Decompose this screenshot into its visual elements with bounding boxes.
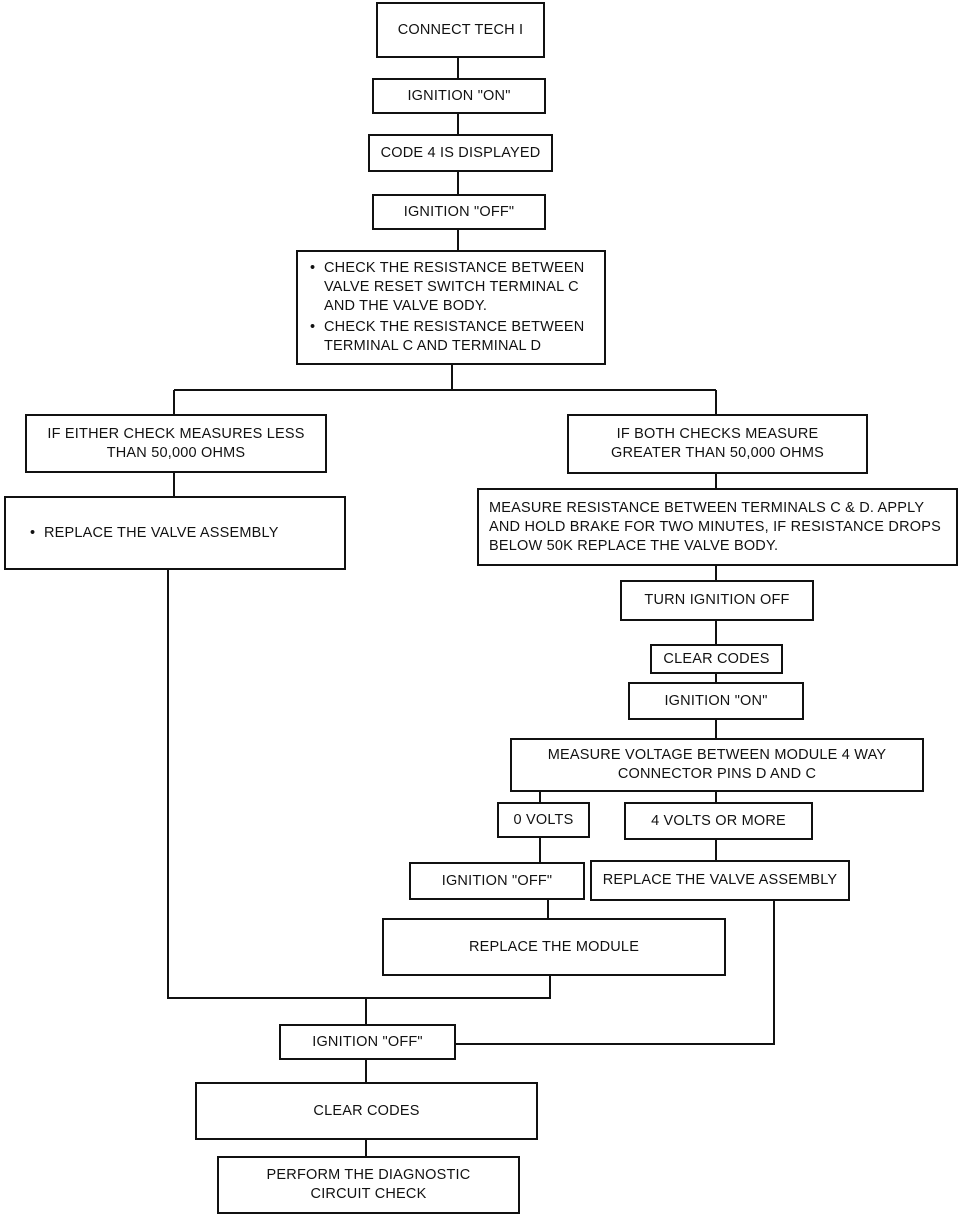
measure-resistance-text: MEASURE RESISTANCE BETWEEN TERMINALS C &… [489, 499, 941, 554]
zero-volts-box: 0 VOLTS [497, 802, 590, 838]
resistance-check-item-1: CHECK THE RESISTANCE BETWEEN VALVE RESET… [306, 259, 594, 316]
replace-valve-assembly-left-text: REPLACE THE VALVE ASSEMBLY [26, 524, 279, 543]
replace-valve-assembly-right-text: REPLACE THE VALVE ASSEMBLY [602, 872, 838, 888]
code4-displayed-text: CODE 4 IS DISPLAYED [380, 144, 541, 161]
turn-ignition-off-text: TURN IGNITION OFF [644, 592, 790, 608]
either-less-box: IF EITHER CHECK MEASURES LESS THAN 50,00… [25, 414, 327, 473]
perform-check-text: PERFORM THE DIAGNOSTIC CIRCUIT CHECK [266, 1167, 471, 1202]
code4-displayed-box: CODE 4 IS DISPLAYED [368, 134, 553, 172]
ignition-off-box-1: IGNITION "OFF" [372, 194, 546, 230]
connect-tech-box: CONNECT TECH I [376, 2, 545, 58]
resistance-check-list: CHECK THE RESISTANCE BETWEEN VALVE RESET… [306, 259, 594, 356]
ignition-on-box-1: IGNITION "ON" [372, 78, 546, 114]
resistance-check-item-2: CHECK THE RESISTANCE BETWEEN TERMINAL C … [306, 318, 594, 356]
perform-check-box: PERFORM THE DIAGNOSTIC CIRCUIT CHECK [217, 1156, 520, 1214]
measure-voltage-text: MEASURE VOLTAGE BETWEEN MODULE 4 WAY CON… [547, 747, 887, 782]
both-greater-box: IF BOTH CHECKS MEASURE GREATER THAN 50,0… [567, 414, 868, 474]
measure-voltage-box: MEASURE VOLTAGE BETWEEN MODULE 4 WAY CON… [510, 738, 924, 792]
ignition-off-box-3: IGNITION "OFF" [279, 1024, 456, 1060]
zero-volts-text: 0 VOLTS [513, 811, 574, 828]
clear-codes-box-1: CLEAR CODES [650, 644, 783, 674]
measure-resistance-box: MEASURE RESISTANCE BETWEEN TERMINALS C &… [477, 488, 958, 566]
replace-valve-assembly-right-box: REPLACE THE VALVE ASSEMBLY [590, 860, 850, 901]
replace-module-text: REPLACE THE MODULE [468, 938, 640, 955]
replace-valve-assembly-left-list: REPLACE THE VALVE ASSEMBLY [26, 524, 279, 543]
four-volts-text: 4 VOLTS OR MORE [651, 812, 786, 829]
four-volts-box: 4 VOLTS OR MORE [624, 802, 813, 840]
ignition-off-box-2: IGNITION "OFF" [409, 862, 585, 900]
ignition-off-text-1: IGNITION "OFF" [403, 203, 515, 220]
clear-codes-text-1: CLEAR CODES [663, 650, 770, 667]
both-greater-text: IF BOTH CHECKS MEASURE GREATER THAN 50,0… [611, 426, 824, 461]
ignition-off-text-3: IGNITION "OFF" [312, 1033, 423, 1050]
connect-tech-text: CONNECT TECH I [397, 21, 524, 38]
either-less-text: IF EITHER CHECK MEASURES LESS THAN 50,00… [47, 425, 305, 461]
ignition-on-text-2: IGNITION "ON" [664, 692, 768, 709]
clear-codes-box-2: CLEAR CODES [195, 1082, 538, 1140]
clear-codes-text-2: CLEAR CODES [313, 1102, 420, 1119]
ignition-on-text-1: IGNITION "ON" [407, 87, 511, 104]
ignition-on-box-2: IGNITION "ON" [628, 682, 804, 720]
replace-module-box: REPLACE THE MODULE [382, 918, 726, 976]
resistance-check-box: CHECK THE RESISTANCE BETWEEN VALVE RESET… [296, 250, 606, 365]
replace-valve-assembly-left-box: REPLACE THE VALVE ASSEMBLY [4, 496, 346, 570]
turn-ignition-off-box: TURN IGNITION OFF [620, 580, 814, 621]
ignition-off-text-2: IGNITION "OFF" [441, 872, 553, 889]
